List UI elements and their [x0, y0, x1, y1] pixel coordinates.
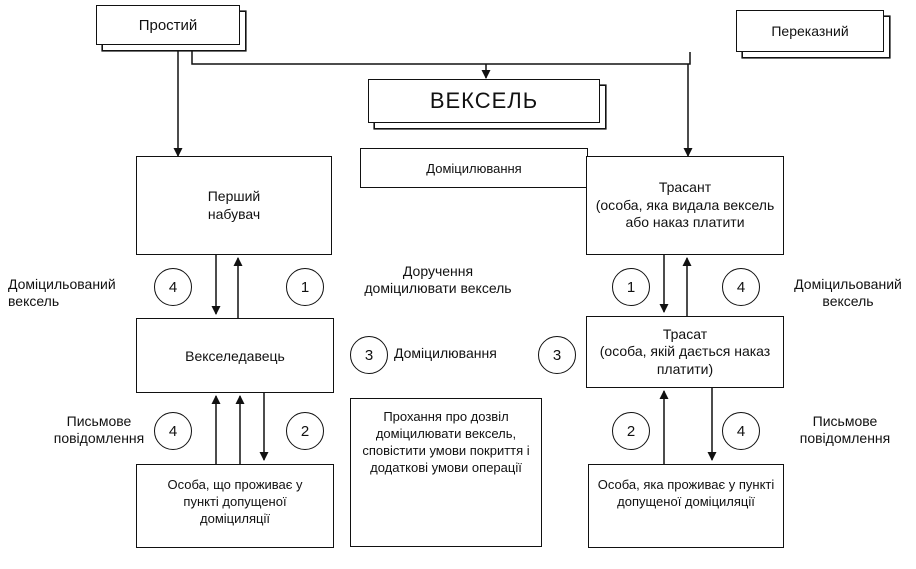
instruction-label: Доручення доміцилювати вексель	[364, 263, 512, 297]
simple-bill-box: Простий	[96, 5, 240, 45]
first-acquirer-box: Перший набувач	[136, 156, 332, 255]
resident-right-label: Особа, яка проживає у пункті допущеної д…	[597, 477, 775, 509]
drawee-box: Трасат (особа, якій дається наказ платит…	[586, 316, 784, 388]
domiciliation-box: Доміцилювання	[360, 148, 588, 188]
step-4-right-top: 4	[722, 268, 760, 306]
domiciliation-box-label: Доміцилювання	[426, 160, 522, 176]
first-acquirer-label: Перший набувач	[207, 188, 261, 222]
resident-left-box: Особа, що проживає у пункті допущеної до…	[136, 464, 334, 548]
step-3-left: 3	[350, 336, 388, 374]
step-4-right-bottom: 4	[722, 412, 760, 450]
step-4-left-bottom: 4	[154, 412, 192, 450]
written-notice-right-label: Письмове повідомлення	[799, 413, 891, 447]
step-4-left-top: 4	[154, 268, 192, 306]
bill-title: ВЕКСЕЛЬ	[429, 88, 539, 113]
drawee-label: Трасат (особа, якій дається наказ платит…	[599, 325, 771, 377]
step-1-left: 1	[286, 268, 324, 306]
connector-simple-to-bus	[191, 45, 691, 65]
maker-label: Векселедавець	[185, 347, 285, 364]
drawer-label: Трасант (особа, яка видала вексель або н…	[595, 179, 775, 231]
request-box: Прохання про дозвіл доміцилювати вексель…	[350, 398, 542, 547]
domiciliation-center-label: Доміцилювання	[394, 345, 497, 361]
resident-left-label: Особа, що проживає у пункті допущеної до…	[167, 477, 303, 526]
step-2-left: 2	[286, 412, 324, 450]
request-label: Прохання про дозвіл доміцилювати вексель…	[362, 409, 530, 475]
step-3-right: 3	[538, 336, 576, 374]
domiciled-bill-right-label: Доміцильований вексель	[794, 276, 902, 310]
step-1-right: 1	[612, 268, 650, 306]
maker-box: Векселедавець	[136, 318, 334, 393]
simple-bill-label: Простий	[138, 16, 198, 34]
bill-box: ВЕКСЕЛЬ	[368, 79, 600, 123]
domiciled-bill-left-label: Доміцильований вексель	[8, 276, 116, 310]
drawer-box: Трасант (особа, яка видала вексель або н…	[586, 156, 784, 255]
written-notice-left-label: Письмове повідомлення	[53, 413, 145, 447]
step-2-right: 2	[612, 412, 650, 450]
transfer-bill-label: Переказний	[771, 23, 849, 39]
transfer-bill-box: Переказний	[736, 10, 884, 52]
resident-right-box: Особа, яка проживає у пункті допущеної д…	[588, 464, 784, 548]
